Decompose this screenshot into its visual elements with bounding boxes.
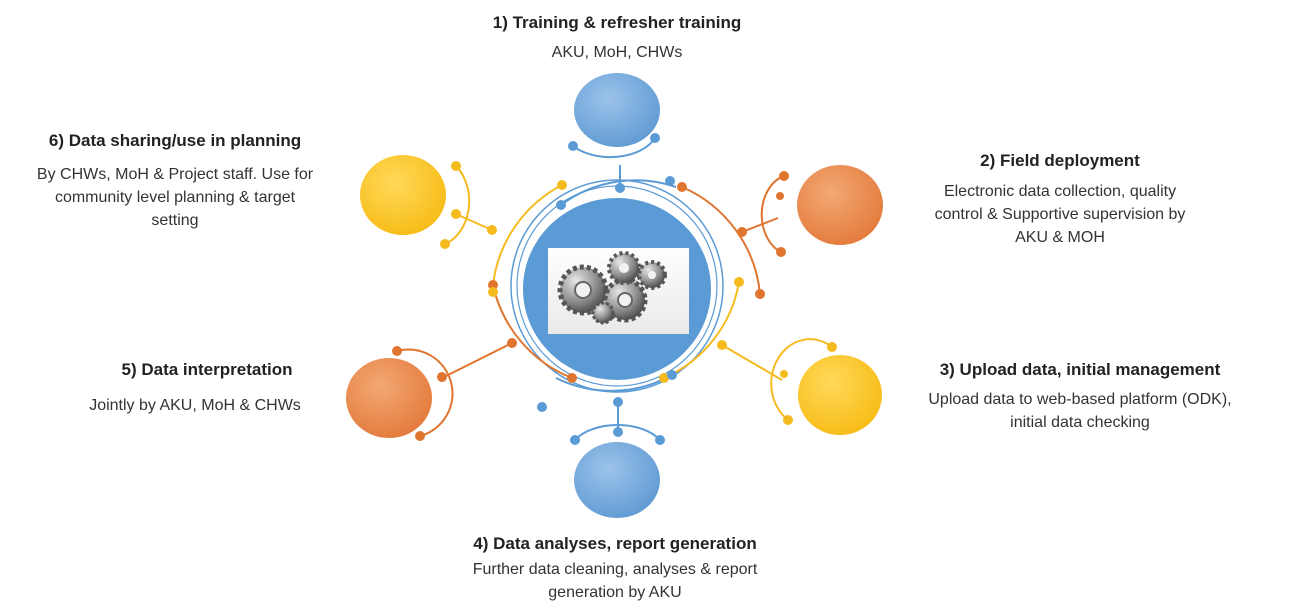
step-5-description: Jointly by AKU, MoH & CHWs bbox=[89, 397, 301, 414]
step-4-label: 4) Data analyses, report generation Furt… bbox=[425, 534, 805, 604]
step-6-description: By CHWs, MoH & Project staff. Use for co… bbox=[36, 166, 314, 229]
node-2-bubble bbox=[797, 165, 883, 245]
step-1-label: 1) Training & refresher training AKU, Mo… bbox=[467, 13, 767, 64]
hub-connector-arcs bbox=[492, 179, 761, 392]
central-hub bbox=[510, 179, 724, 393]
node-2-field-deployment bbox=[760, 165, 883, 257]
step-5-label: 5) Data interpretation Jointly by AKU, M… bbox=[30, 360, 360, 417]
step-2-title: 2) Field deployment bbox=[980, 151, 1140, 170]
step-6-title: 6) Data sharing/use in planning bbox=[48, 131, 302, 150]
step-3-title: 3) Upload data, initial management bbox=[939, 360, 1221, 379]
step-2-label: 2) Field deployment Electronic data coll… bbox=[885, 151, 1235, 249]
step-5-title: 5) Data interpretation bbox=[121, 360, 293, 379]
step-1-title: 1) Training & refresher training bbox=[492, 13, 742, 32]
step-6-label: 6) Data sharing/use in planning By CHWs,… bbox=[5, 131, 345, 232]
step-3-description: Upload data to web-based platform (ODK),… bbox=[928, 391, 1232, 431]
node-3-upload-data bbox=[770, 338, 882, 435]
step-2-description: Electronic data collection, quality cont… bbox=[934, 183, 1186, 246]
node-1-training bbox=[568, 73, 660, 159]
node-1-bubble bbox=[574, 73, 660, 147]
node-3-bubble bbox=[798, 355, 882, 435]
gears-icon bbox=[548, 248, 689, 334]
step-1-description: AKU, MoH, CHWs bbox=[551, 44, 683, 61]
step-4-description: Further data cleaning, analyses & report… bbox=[472, 561, 758, 601]
step-3-label: 3) Upload data, initial management Uploa… bbox=[895, 360, 1265, 434]
node-6-data-sharing bbox=[360, 155, 471, 249]
step-4-title: 4) Data analyses, report generation bbox=[473, 534, 757, 553]
node-5-data-interpretation bbox=[346, 346, 454, 441]
node-5-bubble bbox=[346, 358, 432, 438]
node-4-data-analyses bbox=[570, 424, 665, 518]
hub-outer-ring bbox=[510, 179, 724, 393]
node-4-bubble bbox=[574, 442, 660, 518]
node-6-bubble bbox=[360, 155, 446, 235]
